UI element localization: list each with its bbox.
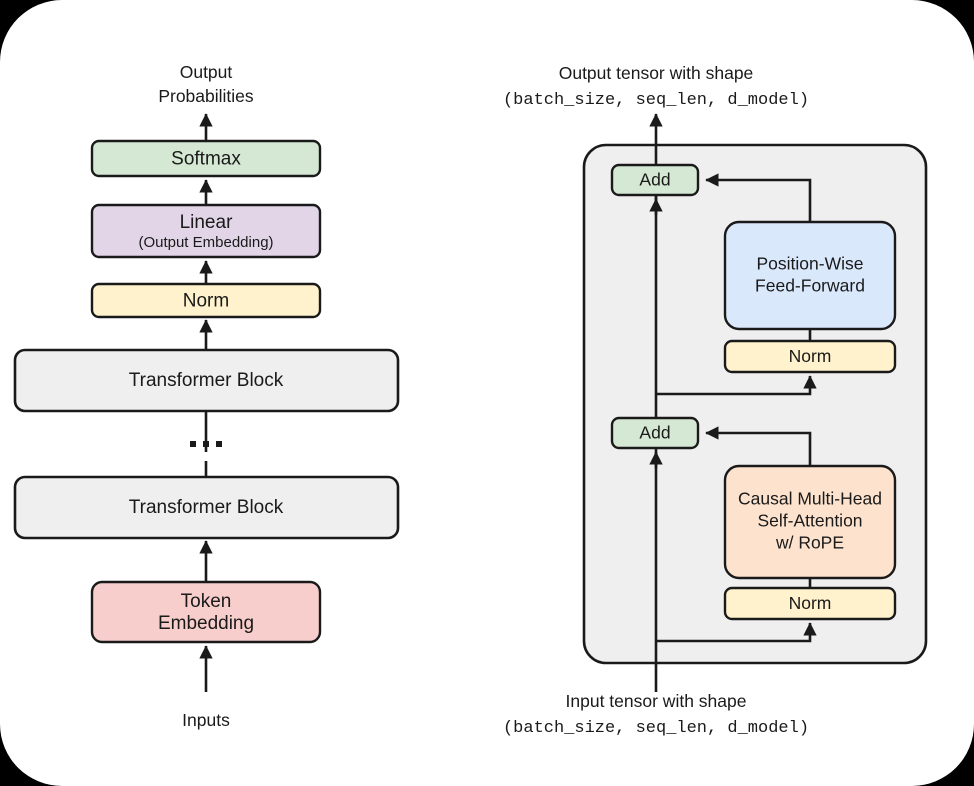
node-norm-ffn[interactable]: Norm — [723, 339, 897, 374]
node-add-ffn[interactable]: Add — [610, 163, 700, 197]
right-panel: Output tensor with shape (batch_size, se… — [503, 63, 928, 738]
edge-trunk-branch-to-norm-attn — [656, 622, 817, 643]
output-tensor-shape: (batch_size, seq_len, d_model) — [503, 91, 809, 110]
edge-trunk-branch-to-norm-ffn — [656, 375, 817, 396]
node-norm-attn[interactable]: Norm — [723, 586, 897, 621]
node-self-attention[interactable]: Causal Multi-Head Self-Attention w/ RoPE — [723, 464, 897, 580]
node-linear-sublabel: (Output Embedding) — [138, 234, 273, 251]
edge-feedforward-to-add-ffn — [705, 173, 812, 222]
node-token-embedding-sublabel: Embedding — [158, 613, 254, 634]
node-transformer-block-top-label: Transformer Block — [129, 370, 284, 391]
output-tensor-caption: Output tensor with shape — [559, 63, 754, 83]
node-self-attention-line3: w/ RoPE — [775, 533, 844, 553]
input-tensor-caption: Input tensor with shape — [566, 691, 747, 711]
node-norm-attn-label: Norm — [789, 593, 832, 613]
node-token-embedding-label: Token — [181, 591, 232, 612]
node-feed-forward-line2: Feed-Forward — [755, 276, 865, 296]
node-linear-label: Linear — [180, 212, 233, 233]
node-norm-final[interactable]: Norm — [90, 282, 322, 319]
node-feed-forward[interactable]: Position-Wise Feed-Forward — [723, 220, 897, 331]
edge-attention-to-add-attn — [705, 426, 812, 466]
node-linear[interactable]: Linear (Output Embedding) — [90, 203, 322, 259]
input-tensor-shape: (batch_size, seq_len, d_model) — [503, 719, 809, 738]
node-norm-final-label: Norm — [183, 291, 229, 312]
node-softmax[interactable]: Softmax — [90, 139, 322, 178]
node-self-attention-line2: Self-Attention — [757, 511, 862, 531]
output-probabilities-line1: Output — [180, 62, 233, 82]
node-add-ffn-label: Add — [639, 170, 670, 190]
node-token-embedding[interactable]: Token Embedding — [90, 580, 322, 644]
stack-ellipsis — [190, 441, 222, 447]
inputs-caption: Inputs — [182, 710, 230, 730]
node-add-attn[interactable]: Add — [610, 416, 700, 450]
node-self-attention-line1: Causal Multi-Head — [738, 489, 882, 509]
node-add-attn-label: Add — [639, 423, 670, 443]
node-transformer-block-top[interactable]: Transformer Block — [13, 348, 400, 413]
node-transformer-block-bottom[interactable]: Transformer Block — [13, 475, 400, 540]
output-probabilities-line2: Probabilities — [158, 86, 254, 106]
node-norm-ffn-label: Norm — [789, 346, 832, 366]
node-feed-forward-line1: Position-Wise — [757, 254, 864, 274]
node-softmax-label: Softmax — [171, 149, 241, 170]
left-panel: Output Probabilities Softmax — [13, 62, 400, 730]
node-transformer-block-bottom-label: Transformer Block — [129, 497, 284, 518]
